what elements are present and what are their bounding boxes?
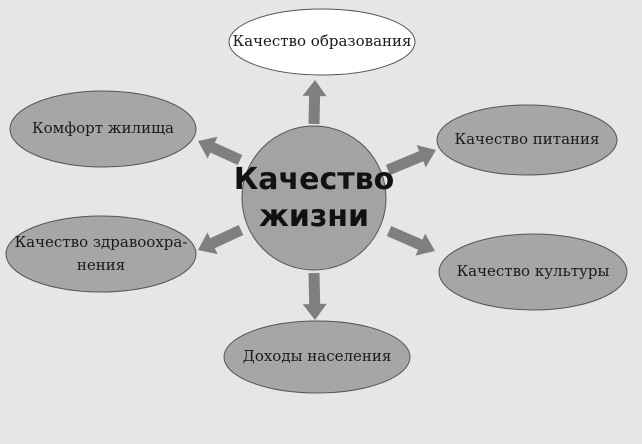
node-income-shape — [223, 320, 411, 394]
arrows-group — [198, 80, 436, 320]
arrow-to-health — [198, 225, 244, 255]
arrow-to-culture — [386, 226, 435, 256]
arrow-to-housing — [198, 136, 243, 165]
node-education-shape — [228, 8, 416, 76]
node-health-label: Качество здравоохра- нения — [14, 232, 188, 274]
node-housing-shape — [9, 90, 197, 168]
node-nutrition-label: Качество питания — [454, 130, 600, 149]
node-nutrition-shape — [436, 104, 618, 176]
node-culture-shape — [438, 233, 628, 311]
node-income-label: Доходы населения — [242, 347, 392, 366]
node-health-shape — [5, 215, 197, 293]
arrow-to-nutrition — [385, 145, 436, 176]
node-housing-label: Комфорт жилища — [32, 119, 174, 138]
center-label: Качество жизни — [233, 161, 395, 235]
arrow-to-income — [302, 272, 327, 320]
arrow-to-education — [302, 80, 327, 125]
node-education-label: Качество образования — [232, 32, 412, 51]
node-culture-label: Качество культуры — [456, 262, 610, 281]
center-circle — [241, 125, 387, 271]
